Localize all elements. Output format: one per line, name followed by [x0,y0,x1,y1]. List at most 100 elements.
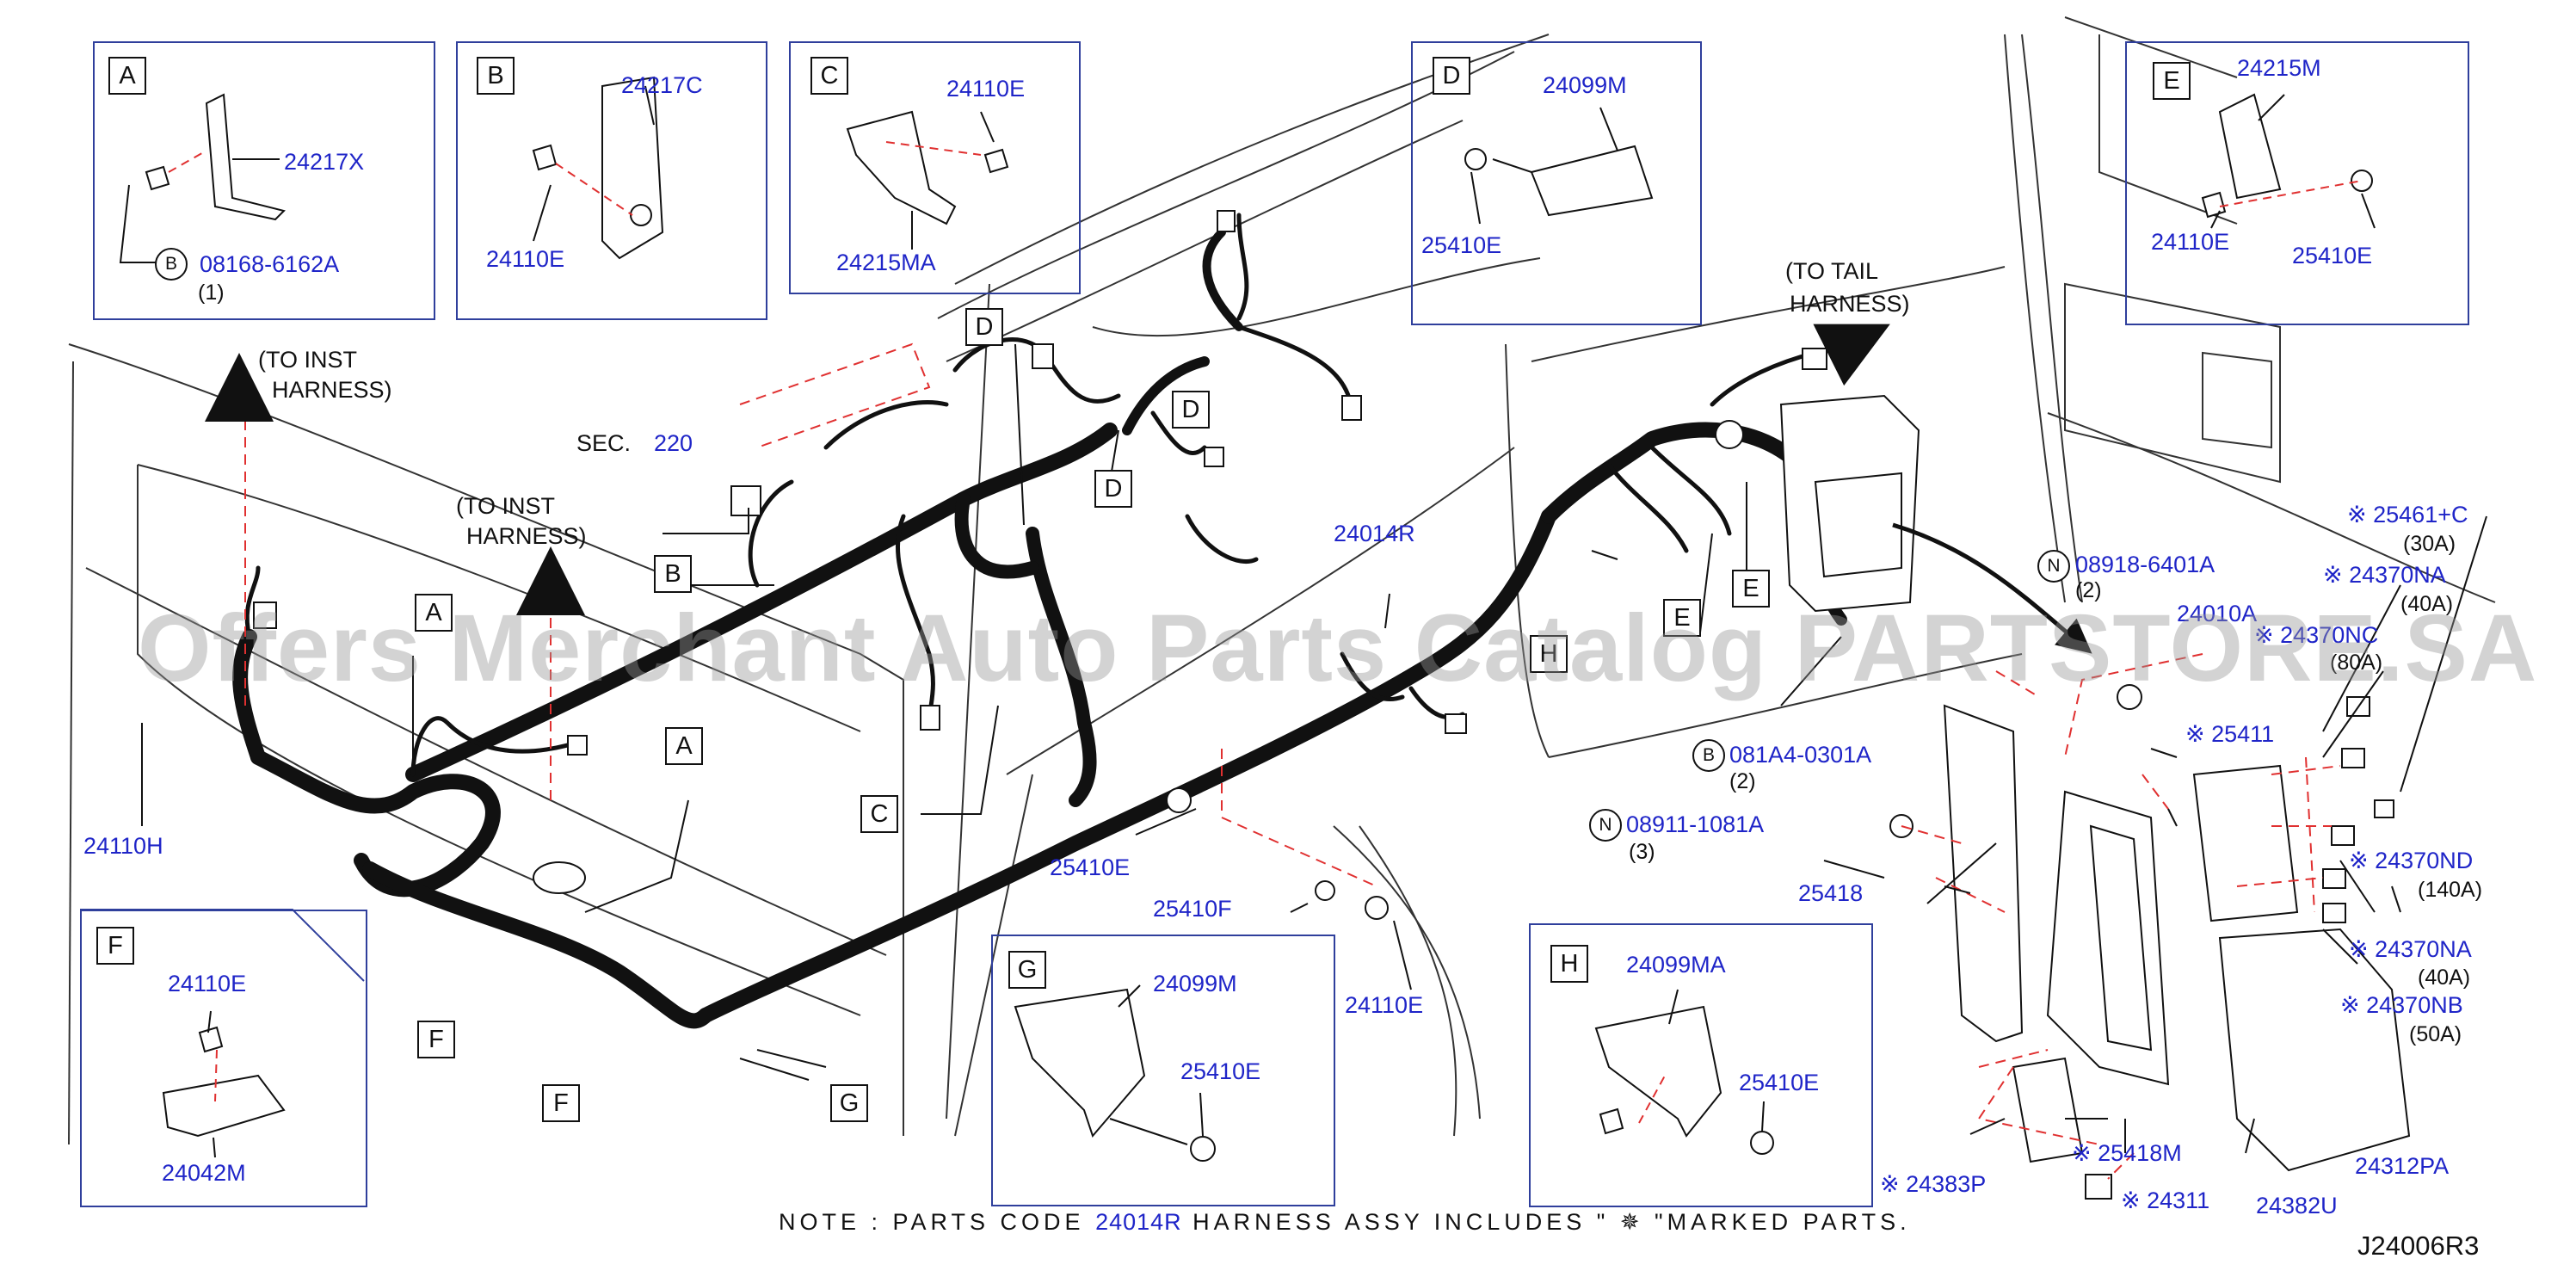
fastener-code-circle: N [2037,550,2070,583]
section-ref-number[interactable]: 220 [654,430,693,456]
quantity-label: (1) [198,281,225,305]
note-middle: HARNESS ASSY [1192,1209,1424,1235]
part-label[interactable]: 24042M [162,1160,246,1186]
watermark: Offers Merchant Auto Parts Catalog PARTS… [138,595,2538,701]
part-label[interactable]: 08168-6162A [200,251,340,277]
part-label[interactable]: 25410E [1739,1070,1820,1095]
location-marker-G: G [830,1084,868,1122]
part-label[interactable]: ※ 24383P [1880,1171,1987,1197]
location-marker-E: E [1663,599,1701,637]
vehicle-body-outline [68,16,2496,1145]
direction-note: (TO TAIL [1785,258,1879,284]
inset-frame-A [93,41,435,320]
inset-leaders [119,85,2376,1158]
inset-letter-A: A [108,57,146,95]
part-label[interactable]: 24099M [1153,971,1237,996]
inset-frame-H [1529,923,1873,1207]
location-marker-D: D [1172,391,1210,429]
inset-letter-G: G [1008,951,1046,989]
bolt-code-circle: B [155,248,188,281]
note-prefix: NOTE : PARTS CODE [779,1209,1085,1235]
amperage-label: (50A) [2409,1022,2462,1046]
part-label[interactable]: 24099M [1543,72,1627,98]
note-part-number[interactable]: 24014R [1095,1209,1182,1235]
diagram-code: J24006R3 [2357,1231,2480,1261]
part-label[interactable]: ※ 24311 [2121,1188,2210,1213]
part-label[interactable]: 24312PA [2355,1153,2450,1179]
part-label[interactable]: ※ 25461+C [2347,502,2468,527]
location-marker-F: F [417,1021,455,1058]
inset-frame-E [2125,41,2469,325]
inset-frame-B [456,41,767,320]
inset-letter-E: E [2153,62,2191,100]
relay-blocks [1166,394,2411,1200]
part-label[interactable]: 081A4-0301A [1729,742,1872,768]
location-marker-D: D [1094,470,1132,508]
part-label[interactable]: 08911-1081A [1626,811,1765,837]
part-label[interactable]: 24215M [2237,55,2321,81]
inset-letter-H: H [1550,945,1588,983]
part-label[interactable]: 24110E [2151,229,2230,255]
inset-part-sketches [145,76,2373,1162]
part-label[interactable]: ※ 24370NB [2340,992,2463,1018]
part-label[interactable]: 24382U [2256,1193,2338,1218]
part-label[interactable]: 24217X [284,149,365,175]
part-label[interactable]: 24110E [486,246,565,272]
direction-note: (TO INST [258,347,358,373]
inset-letter-B: B [477,57,515,95]
inset-letter-D: D [1433,57,1470,95]
quantity-label: (2) [2075,578,2102,602]
direction-note: HARNESS) [1790,291,1910,317]
location-marker-B: B [654,555,692,593]
fastener-code-circle: B [1692,739,1725,772]
inset-frame-G [991,935,1335,1206]
amperage-label: (80A) [2330,651,2383,675]
location-marker-E: E [1732,570,1770,608]
location-marker-D: D [965,308,1003,346]
part-label[interactable]: ※ 25411 [2185,721,2275,747]
location-marker-H: H [1530,635,1568,673]
main-harness [232,228,1847,1029]
part-label[interactable]: 25410E [1050,854,1131,880]
direction-note: (TO INST [456,493,556,519]
part-label[interactable]: 24110H [83,833,163,859]
part-label[interactable]: 25418 [1798,880,1864,906]
direction-arrows [205,324,2092,654]
part-label[interactable]: 25410E [1421,232,1502,258]
section-ref: SEC. [576,430,632,456]
inset-letter-C: C [810,57,848,95]
part-label[interactable]: 08918-6401A [2075,552,2215,577]
part-label[interactable]: 24217C [621,72,703,98]
part-label[interactable]: 25410E [2292,243,2373,268]
part-label[interactable]: 24110E [1345,992,1424,1018]
part-label[interactable]: 25410F [1153,896,1232,922]
part-label[interactable]: ※ 24370NC [2254,622,2379,648]
part-label[interactable]: 24110E [168,971,247,996]
part-label[interactable]: 24010A [2177,601,2258,626]
direction-note: HARNESS) [466,523,587,549]
location-marker-A: A [415,594,453,632]
leader-lines [141,343,2487,1154]
quantity-label: (2) [1729,769,1756,793]
part-label[interactable]: 24099MA [1626,952,1726,978]
amperage-label: (30A) [2403,532,2456,556]
part-label[interactable]: 25410E [1180,1058,1261,1084]
part-label[interactable]: 24215MA [836,250,936,275]
location-marker-C: C [860,795,898,833]
part-label[interactable]: ※ 25418M [2072,1140,2182,1166]
amperage-label: (40A) [2400,592,2454,616]
part-label[interactable]: 24110E [946,76,1026,102]
fastener-code-circle: N [1589,809,1622,842]
inset-frame-D [1411,41,1702,325]
part-label[interactable]: ※ 24370NA [2323,562,2446,588]
part-label[interactable]: ※ 24370ND [2349,848,2474,873]
part-label[interactable]: ※ 24370NA [2349,936,2472,962]
inset-red-leaders [168,141,2363,1124]
quantity-label: (3) [1629,840,1655,864]
connectors [253,210,1827,894]
amperage-label: (140A) [2418,878,2483,902]
part-label[interactable]: 24014R [1334,521,1415,546]
inset-frame-C [789,41,1081,294]
